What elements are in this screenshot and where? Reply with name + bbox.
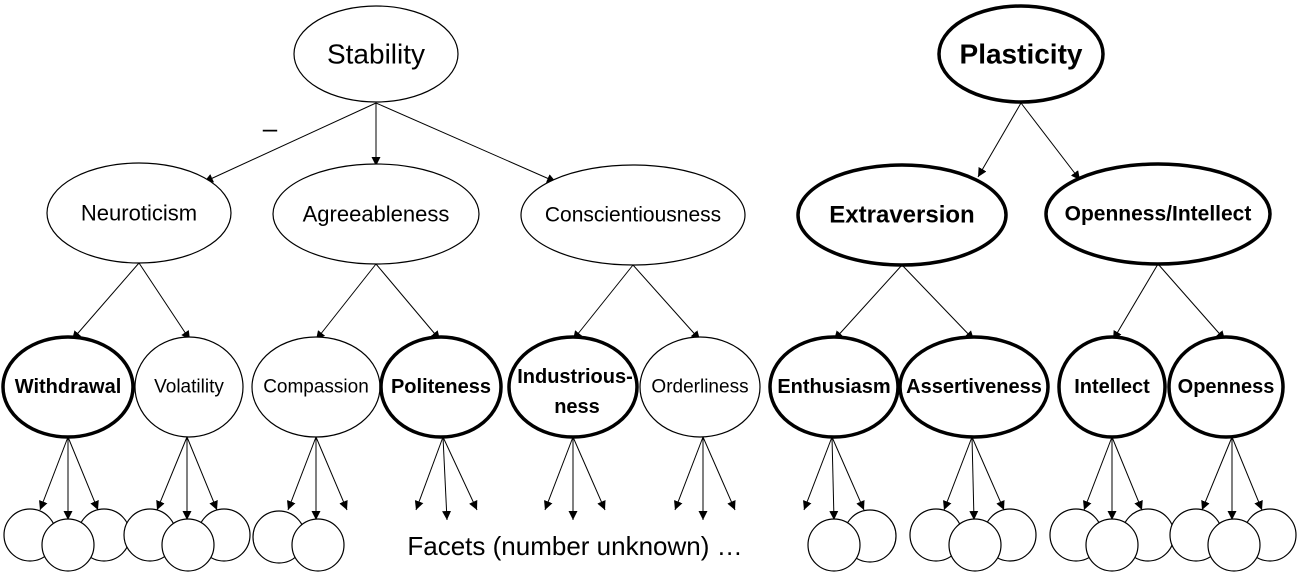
facet-circle — [161, 518, 215, 572]
facets-caption: Facets (number unknown) … — [407, 531, 742, 561]
orderliness-label: Orderliness — [651, 377, 748, 398]
facet-circle — [807, 518, 861, 572]
openness-label: Openness — [1178, 376, 1275, 398]
conscientiousness-label: Conscientiousness — [545, 204, 721, 227]
facet-circle — [41, 518, 95, 572]
facet-arrows — [39, 436, 1263, 521]
enthusiasm-label: Enthusiasm — [777, 376, 890, 398]
facet-circles — [3, 508, 1297, 572]
compassion-label: Compassion — [263, 377, 369, 398]
stability-node — [293, 5, 459, 103]
volatility-node — [134, 336, 244, 438]
assertiveness-label: Assertiveness — [906, 376, 1042, 398]
neuroticism-label: Neuroticism — [81, 201, 197, 226]
stability-label: Stability — [327, 39, 425, 70]
facet-circle — [291, 518, 345, 572]
facet-circle — [1207, 518, 1261, 572]
industriousness-label-line2: ness — [554, 396, 600, 418]
mid-arrows — [71, 262, 1226, 341]
plasticity-label: Plasticity — [960, 39, 1083, 70]
plasticity-node — [937, 4, 1105, 104]
volatility-label: Volatility — [154, 377, 224, 398]
facet-circle — [1085, 518, 1139, 572]
politeness-label: Politeness — [391, 376, 491, 398]
openness-intellect-label: Openness/Intellect — [1065, 203, 1252, 226]
orderliness-node — [639, 336, 761, 438]
top-arrows — [203, 102, 1081, 183]
politeness-node — [379, 335, 503, 439]
openness-node — [1167, 335, 1285, 439]
negative-sign: – — [263, 113, 278, 143]
industriousness-label-line1: Industrious- — [517, 366, 633, 388]
agreeableness-label: Agreeableness — [303, 202, 450, 227]
assertiveness-node — [898, 335, 1050, 439]
enthusiasm-node — [768, 335, 900, 439]
withdrawal-label: Withdrawal — [15, 376, 122, 398]
facet-circle — [948, 518, 1002, 572]
intellect-label: Intellect — [1074, 376, 1150, 398]
extraversion-label: Extraversion — [829, 202, 974, 229]
